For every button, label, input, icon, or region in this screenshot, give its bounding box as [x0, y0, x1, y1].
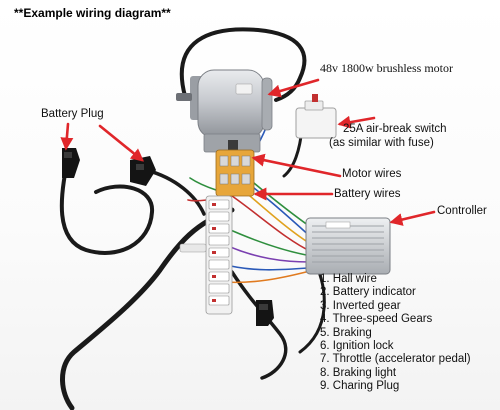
legend-item: 8. Braking light	[320, 366, 397, 379]
label-motor: 48v 1800w brushless motor	[320, 61, 453, 75]
legend-item: 4. Three-speed Gears	[320, 313, 433, 326]
arrow-plug-right	[98, 124, 145, 162]
charging-plug	[256, 300, 274, 326]
connector-block	[215, 149, 255, 197]
cable-bottom	[230, 270, 288, 380]
arrow-controller	[389, 210, 436, 226]
arrow-plug-left	[60, 122, 74, 151]
cable-main-left	[60, 207, 235, 410]
cable-left-loop	[59, 148, 155, 255]
label-switch-note: (as similar with fuse)	[329, 137, 434, 149]
legend-item: 7. Throttle (accelerator pedal)	[320, 353, 471, 366]
arrow-motor	[267, 78, 320, 98]
battery-plug	[62, 148, 156, 186]
controller	[305, 217, 391, 275]
label-battery-wires: Battery wires	[334, 188, 401, 200]
label-battery-plug: Battery Plug	[41, 108, 104, 120]
brushless-motor	[176, 69, 273, 154]
arrow-switch	[337, 115, 376, 129]
annotation-arrows	[60, 78, 436, 226]
legend-item: 2. Battery indicator	[320, 286, 416, 299]
wire-legend: 1. Hall wire 2. Battery indicator 3. Inv…	[320, 273, 471, 394]
legend-item: 1. Hall wire	[320, 273, 377, 285]
legend-item: 9. Charing Plug	[320, 380, 400, 393]
arrow-motor-wires	[251, 153, 342, 178]
air-break-switch	[295, 94, 337, 139]
legend-item: 6. Ignition lock	[320, 340, 394, 353]
label-switch: 25A air-break switch	[343, 123, 447, 135]
label-controller: Controller	[437, 205, 487, 217]
legend-item: 5. Braking	[320, 326, 372, 339]
cable-plug-right	[144, 168, 206, 216]
legend-item: 3. Inverted gear	[320, 299, 401, 312]
diagram-title: **Example wiring diagram**	[14, 6, 171, 20]
connector-strip	[179, 195, 233, 315]
label-motor-wires: Motor wires	[342, 168, 402, 180]
